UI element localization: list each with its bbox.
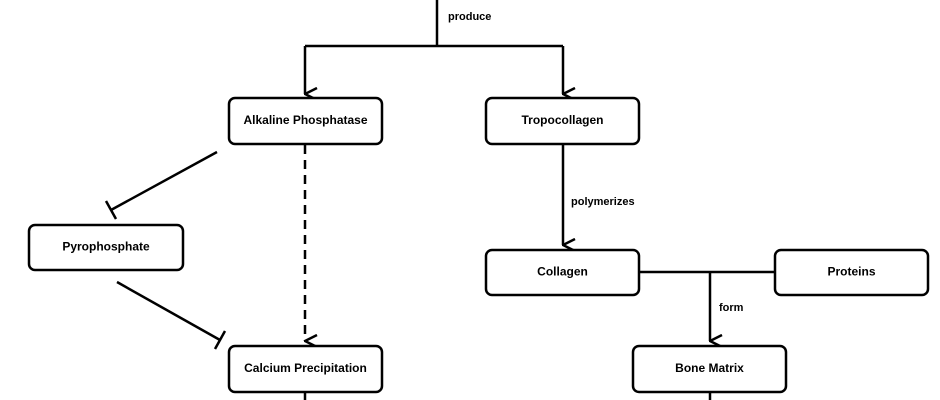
- node-label: Tropocollagen: [521, 113, 603, 127]
- node-calcium-precipitation: Calcium Precipitation: [227, 344, 384, 394]
- inhibit-calcium-precipitation-edge: [116, 280, 227, 350]
- node-label: Bone Matrix: [675, 361, 744, 375]
- node-pyrophosphate: Pyrophosphate: [27, 223, 185, 272]
- node-label: Proteins: [827, 265, 875, 279]
- node-label: Calcium Precipitation: [244, 361, 367, 375]
- inhibition-bar: [104, 200, 118, 220]
- node-label: Alkaline Phosphatase: [243, 113, 367, 127]
- node-collagen: Collagen: [484, 248, 641, 297]
- node-alkaline-phosphatase: Alkaline Phosphatase: [227, 96, 384, 146]
- inhibit-pyrophosphate-edge: [104, 150, 218, 220]
- node-label: Collagen: [537, 265, 588, 279]
- node-tropocollagen: Tropocollagen: [484, 96, 641, 146]
- produce-connector: [303, 0, 563, 94]
- node-proteins: Proteins: [773, 248, 930, 297]
- inhibition-bar: [213, 330, 227, 350]
- edge-label-form: form: [719, 302, 744, 314]
- node-bone-matrix: Bone Matrix: [631, 344, 788, 394]
- edge-label-produce: produce: [448, 11, 491, 23]
- node-label: Pyrophosphate: [62, 240, 150, 254]
- edge-label-polymerizes: polymerizes: [571, 196, 635, 208]
